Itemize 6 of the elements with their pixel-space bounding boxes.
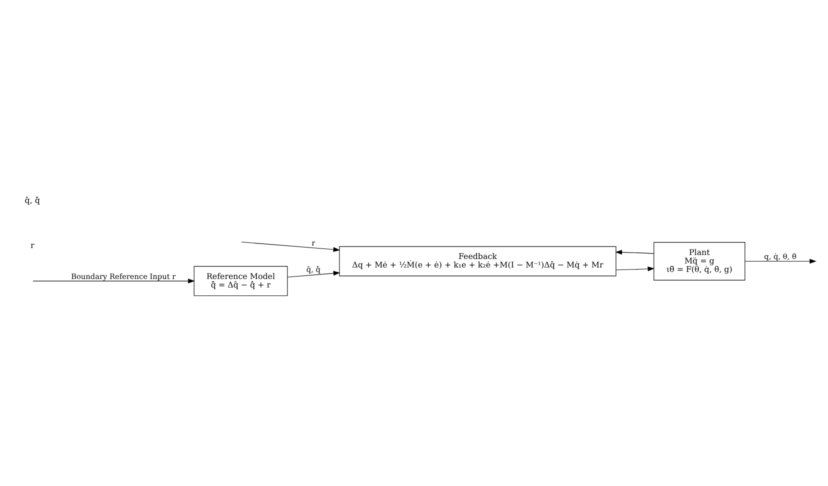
- arrow: [744, 258, 816, 264]
- arrow: [241, 242, 340, 252]
- arrow: [616, 266, 655, 272]
- arrow: [287, 270, 340, 278]
- arrow: [615, 250, 654, 255]
- arrow: [32, 278, 195, 284]
